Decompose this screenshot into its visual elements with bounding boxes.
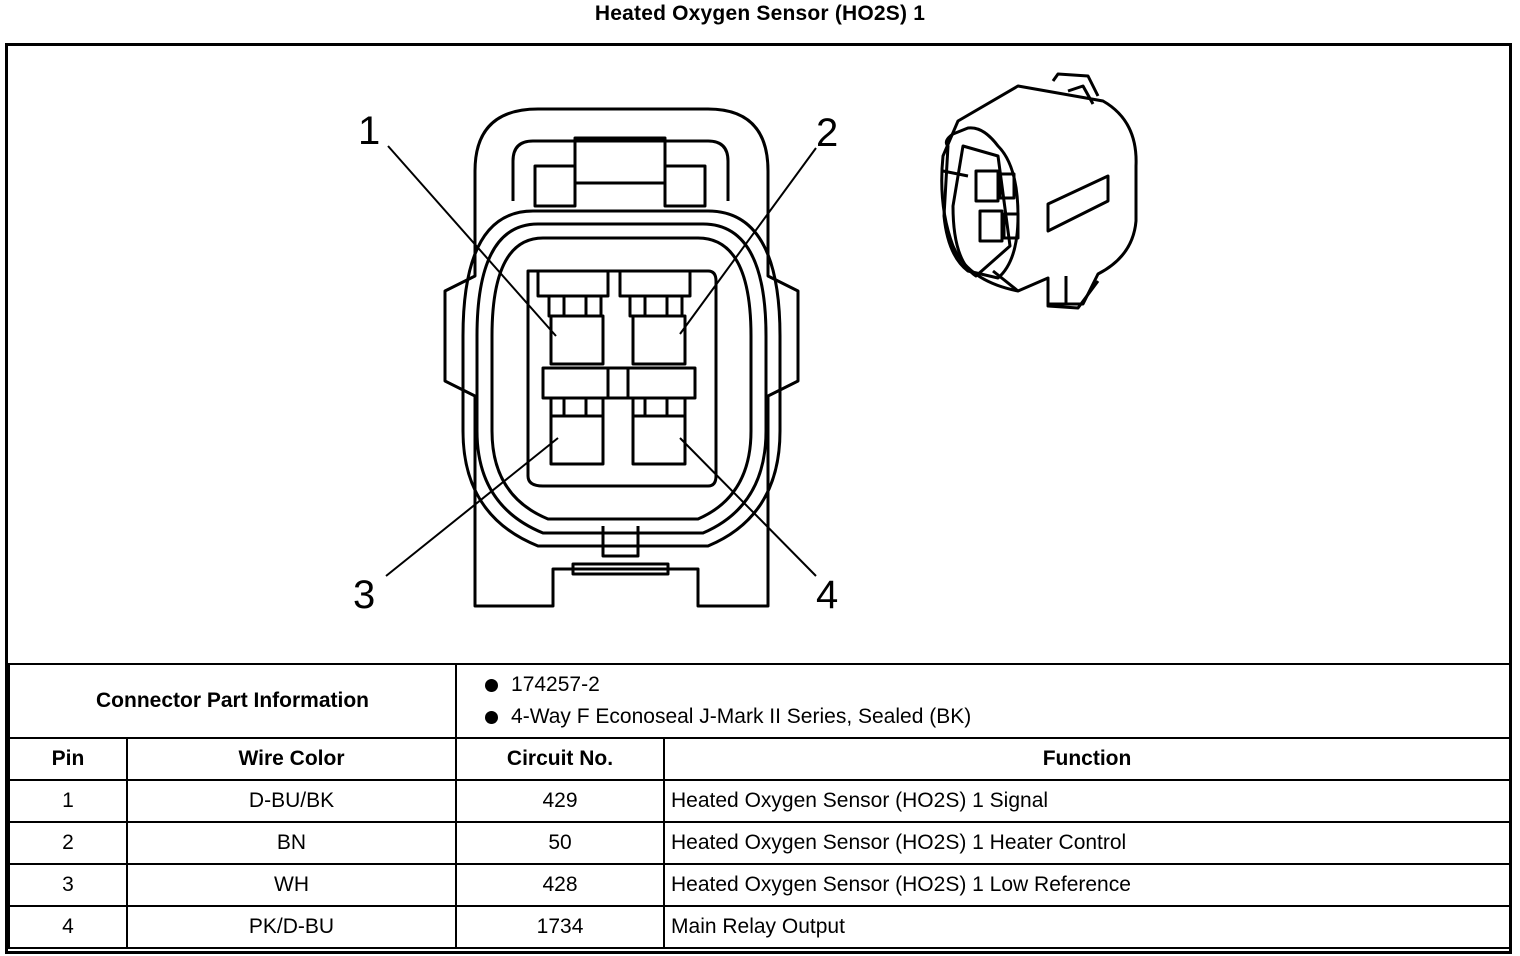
function-cell: Heated Oxygen Sensor (HO2S) 1 Signal xyxy=(663,779,1512,823)
header-wire-color: Wire Color xyxy=(125,737,458,781)
connector-part-number: 174257-2 xyxy=(463,669,1503,701)
connector-face-outline xyxy=(443,107,800,608)
wire-color-cell: WH xyxy=(125,863,458,907)
pin-label-2: 2 xyxy=(816,111,838,155)
pin-cell: 2 xyxy=(8,821,128,865)
seal-inner xyxy=(490,236,753,521)
function-cell: Main Relay Output xyxy=(663,905,1512,949)
top-latch xyxy=(511,139,730,201)
seal-outer xyxy=(461,209,782,548)
seal-mid xyxy=(475,222,768,535)
connector-info-table: Connector Part Information 174257-2 4-Wa… xyxy=(7,663,1512,949)
connector-frame: 1 2 3 4 Connector xyxy=(5,43,1512,954)
pin-cell: 3 xyxy=(8,863,128,907)
table-header-row: Pin Wire Color Circuit No. Function xyxy=(8,737,1512,781)
leader-line-3 xyxy=(385,437,559,577)
connector-part-description: 4-Way F Econoseal J-Mark II Series, Seal… xyxy=(463,701,1503,733)
connector-diagram: 1 2 3 4 xyxy=(353,72,1138,617)
header-pin: Pin xyxy=(8,737,128,781)
connector-3d-view xyxy=(940,72,1138,310)
connector-part-values: 174257-2 4-Way F Econoseal J-Mark II Ser… xyxy=(455,663,1512,739)
header-function: Function xyxy=(663,737,1512,781)
function-cell: Heated Oxygen Sensor (HO2S) 1 Heater Con… xyxy=(663,821,1512,865)
wire-color-cell: PK/D-BU xyxy=(125,905,458,949)
circuit-cell: 1734 xyxy=(455,905,666,949)
table-row: 3 WH 428 Heated Oxygen Sensor (HO2S) 1 L… xyxy=(8,863,1512,907)
function-cell: Heated Oxygen Sensor (HO2S) 1 Low Refere… xyxy=(663,863,1512,907)
pin-label-4: 4 xyxy=(816,573,838,617)
leader-line-4 xyxy=(679,437,817,577)
page-title: Heated Oxygen Sensor (HO2S) 1 xyxy=(594,2,926,25)
table-row: 2 BN 50 Heated Oxygen Sensor (HO2S) 1 He… xyxy=(8,821,1512,865)
wire-color-cell: D-BU/BK xyxy=(125,779,458,823)
cavity-block xyxy=(526,269,718,488)
pin-cell: 1 xyxy=(8,779,128,823)
leader-line-1 xyxy=(387,145,557,337)
pin-cell: 4 xyxy=(8,905,128,949)
circuit-cell: 428 xyxy=(455,863,666,907)
connector-part-row: Connector Part Information 174257-2 4-Wa… xyxy=(7,663,1512,739)
table-row: 1 D-BU/BK 429 Heated Oxygen Sensor (HO2S… xyxy=(8,779,1512,823)
pin-label-3: 3 xyxy=(353,573,375,617)
wire-color-cell: BN xyxy=(125,821,458,865)
circuit-cell: 429 xyxy=(455,779,666,823)
header-circuit-no: Circuit No. xyxy=(455,737,666,781)
circuit-cell: 50 xyxy=(455,821,666,865)
connector-part-label: Connector Part Information xyxy=(7,663,458,739)
leader-line-2 xyxy=(679,147,817,335)
pin-label-1: 1 xyxy=(358,109,380,153)
table-row: 4 PK/D-BU 1734 Main Relay Output xyxy=(8,905,1512,949)
